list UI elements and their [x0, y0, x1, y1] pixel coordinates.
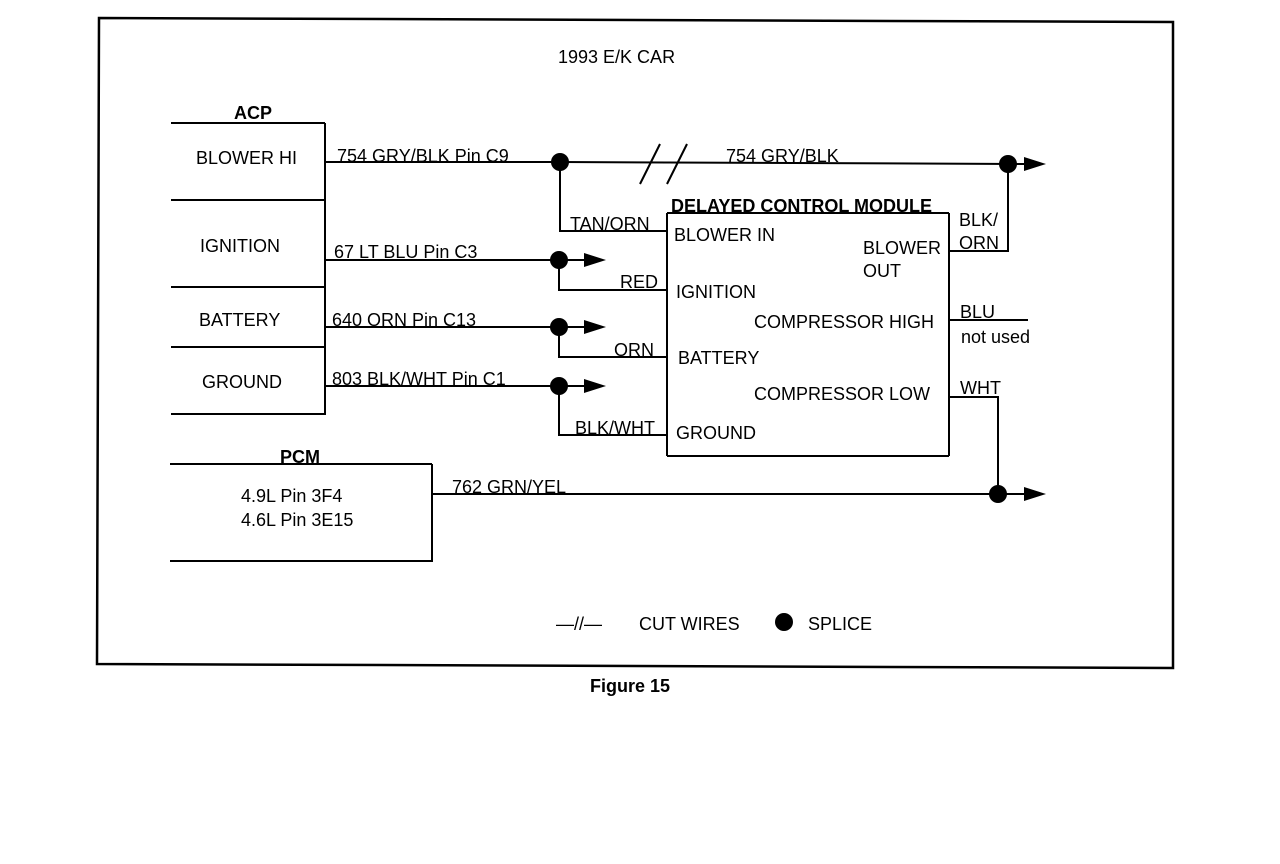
module-input-battery: BATTERY — [678, 348, 759, 368]
tap-label-orn: ORN — [614, 340, 654, 360]
legend: —//— CUT WIRES SPLICE — [556, 613, 872, 634]
wire-blower-hi: 754 GRY/BLK Pin C9 754 GRY/BLK TAN/ORN — [325, 143, 1046, 234]
out-label-blu: BLU — [960, 302, 995, 322]
module-output-blower-2: OUT — [863, 261, 901, 281]
arrow-ground — [584, 379, 606, 393]
out-label-not-used: not used — [961, 327, 1030, 347]
acp-row-blower-hi: BLOWER HI — [196, 148, 297, 168]
legend-splice-label: SPLICE — [808, 614, 872, 634]
acp-row-battery: BATTERY — [199, 310, 280, 330]
arrow-pcm — [1024, 487, 1046, 501]
module-input-blower-in: BLOWER IN — [674, 225, 775, 245]
module-output-blower-1: BLOWER — [863, 238, 941, 258]
arrow-ignition — [584, 253, 606, 267]
legend-cut-label: CUT WIRES — [639, 614, 740, 634]
wire-pcm: 762 GRN/YEL — [432, 477, 1046, 503]
pcm-block: PCM 4.9L Pin 3F4 4.6L Pin 3E15 — [170, 447, 433, 562]
module-output-wires: BLK/ ORN BLU not used WHT — [949, 164, 1030, 494]
wire-label-pcm: 762 GRN/YEL — [452, 477, 566, 497]
pcm-line-2: 4.6L Pin 3E15 — [241, 510, 353, 530]
acp-header: ACP — [234, 103, 272, 123]
out-label-orn: ORN — [959, 233, 999, 253]
out-label-wht: WHT — [960, 378, 1001, 398]
module-input-ignition: IGNITION — [676, 282, 756, 302]
wire-label-ignition: 67 LT BLU Pin C3 — [334, 242, 477, 262]
wire-label-blower-hi-cut: 754 GRY/BLK — [726, 146, 839, 166]
diagram-title: 1993 E/K CAR — [558, 47, 675, 67]
pcm-header: PCM — [280, 447, 320, 467]
module-input-ground: GROUND — [676, 423, 756, 443]
tap-label-red: RED — [620, 272, 658, 292]
legend-splice-icon — [775, 613, 793, 631]
out-label-blk: BLK/ — [959, 210, 998, 230]
diagram-frame — [95, 16, 1175, 670]
cut-mark-1 — [639, 143, 661, 185]
wire-ignition: 67 LT BLU Pin C3 RED — [325, 242, 667, 292]
arrow-battery — [584, 320, 606, 334]
figure-caption: Figure 15 — [590, 676, 670, 696]
acp-block: ACP BLOWER HI IGNITION BATTERY GROUND — [171, 103, 326, 415]
legend-cut-symbol: —//— — [556, 614, 602, 634]
module-output-compressor-high: COMPRESSOR HIGH — [754, 312, 934, 332]
tap-label-tan-orn: TAN/ORN — [570, 214, 650, 234]
wire-ground: 803 BLK/WHT Pin C1 BLK/WHT — [325, 369, 667, 438]
module-title: DELAYED CONTROL MODULE — [671, 196, 932, 216]
wire-battery: 640 ORN Pin C13 ORN — [325, 310, 667, 360]
acp-row-ground: GROUND — [202, 372, 282, 392]
tap-label-blk-wht: BLK/WHT — [575, 418, 655, 438]
wire-label-blower-hi: 754 GRY/BLK Pin C9 — [337, 146, 509, 166]
arrow-blower-hi — [1024, 157, 1046, 171]
pcm-line-1: 4.9L Pin 3F4 — [241, 486, 342, 506]
module-output-compressor-low: COMPRESSOR LOW — [754, 384, 930, 404]
splice-pcm — [989, 485, 1007, 503]
acp-row-ignition: IGNITION — [200, 236, 280, 256]
cut-mark-2 — [666, 143, 688, 185]
delayed-control-module: DELAYED CONTROL MODULE BLOWER IN IGNITIO… — [666, 196, 950, 457]
wire-label-ground: 803 BLK/WHT Pin C1 — [332, 369, 506, 389]
wire-label-battery: 640 ORN Pin C13 — [332, 310, 476, 330]
